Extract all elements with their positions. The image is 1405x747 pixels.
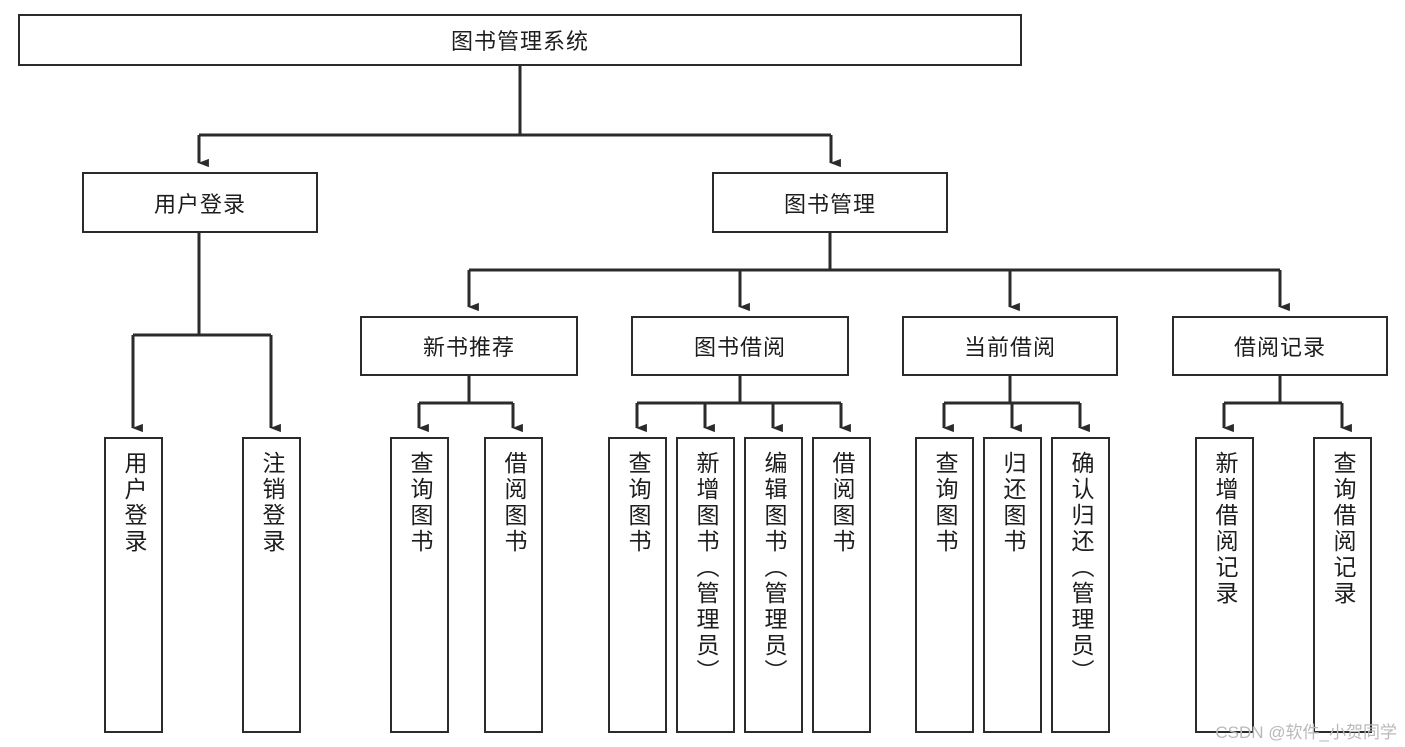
node-new-book-recommend-label: 新书推荐 [422, 335, 515, 360]
node-root-label: 图书管理系统 [450, 29, 589, 54]
node-borrow-record-label: 借阅记录 [1233, 335, 1326, 360]
node-book-manage-label: 图书管理 [783, 191, 876, 217]
node-leaf-query-book-2-label: 查询图书 [625, 451, 651, 555]
node-current-borrow[interactable]: 当前借阅 [902, 316, 1118, 376]
node-leaf-user-login[interactable]: 用户登录 [104, 437, 163, 733]
node-leaf-return-book-label: 归还图书 [1000, 451, 1026, 555]
edge-root-to-level2 [197, 66, 841, 168]
edge-newbook-to-leaves [417, 376, 523, 433]
node-new-book-recommend[interactable]: 新书推荐 [360, 316, 578, 376]
node-leaf-logout-login[interactable]: 注销登录 [242, 437, 301, 733]
node-leaf-borrow-book-1[interactable]: 借阅图书 [484, 437, 543, 733]
node-leaf-query-record[interactable]: 查询借阅记录 [1313, 437, 1372, 733]
node-book-manage[interactable]: 图书管理 [712, 172, 948, 233]
node-current-borrow-label: 当前借阅 [963, 335, 1056, 360]
node-leaf-query-book-2[interactable]: 查询图书 [608, 437, 667, 733]
node-leaf-borrow-book-2[interactable]: 借阅图书 [812, 437, 871, 733]
node-root[interactable]: 图书管理系统 [18, 14, 1022, 66]
node-leaf-confirm-return[interactable]: 确认归还（管理员） [1051, 437, 1110, 733]
node-borrow-record[interactable]: 借阅记录 [1172, 316, 1388, 376]
node-leaf-query-book-3[interactable]: 查询图书 [915, 437, 974, 733]
node-leaf-confirm-return-label: 确认归还（管理员） [1068, 451, 1094, 685]
edge-borrowrecord-to-leaves [1222, 376, 1352, 433]
node-leaf-add-book[interactable]: 新增图书（管理员） [676, 437, 735, 733]
node-leaf-return-book[interactable]: 归还图书 [983, 437, 1042, 733]
node-user-login-label: 用户登录 [153, 191, 246, 217]
edge-bookmanage-to-level3 [467, 233, 1290, 312]
node-leaf-edit-book-label: 编辑图书（管理员） [761, 451, 787, 685]
node-leaf-edit-book[interactable]: 编辑图书（管理员） [744, 437, 803, 733]
node-leaf-query-book-1-label: 查询图书 [407, 451, 433, 555]
node-leaf-borrow-book-1-label: 借阅图书 [501, 451, 527, 555]
edge-bookborrow-to-leaves [635, 376, 851, 433]
node-leaf-add-book-label: 新增图书（管理员） [693, 451, 719, 685]
node-user-login[interactable]: 用户登录 [82, 172, 318, 233]
node-leaf-logout-login-label: 注销登录 [259, 451, 285, 555]
node-leaf-add-record-label: 新增借阅记录 [1212, 451, 1238, 607]
edge-userlogin-to-leaves [131, 233, 281, 433]
node-leaf-query-book-1[interactable]: 查询图书 [390, 437, 449, 733]
node-leaf-query-book-3-label: 查询图书 [932, 451, 958, 555]
node-leaf-user-login-label: 用户登录 [121, 451, 147, 555]
node-leaf-add-record[interactable]: 新增借阅记录 [1195, 437, 1254, 733]
node-book-borrow[interactable]: 图书借阅 [631, 316, 849, 376]
edge-currentborrow-to-leaves [942, 376, 1090, 433]
node-leaf-query-record-label: 查询借阅记录 [1330, 451, 1356, 607]
node-leaf-borrow-book-2-label: 借阅图书 [829, 451, 855, 555]
node-book-borrow-label: 图书借阅 [693, 335, 786, 360]
